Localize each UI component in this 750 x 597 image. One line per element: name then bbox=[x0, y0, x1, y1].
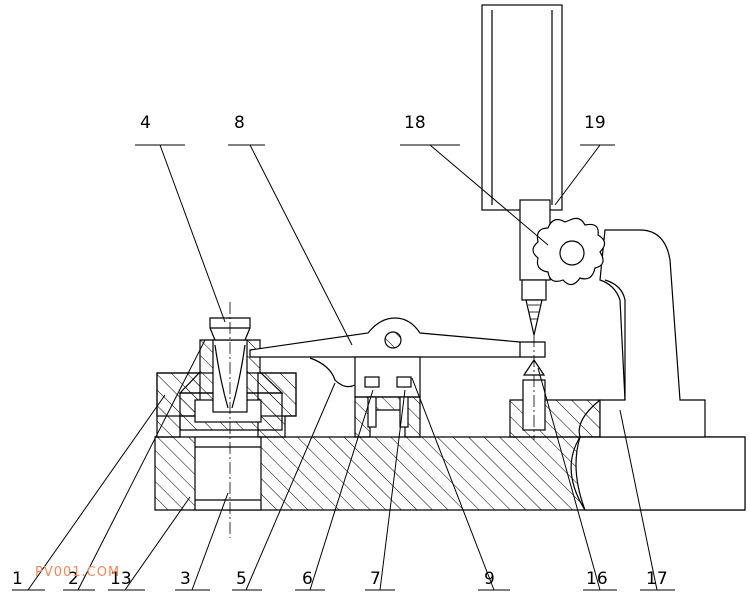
label-1: 1 bbox=[12, 569, 23, 589]
stand-column bbox=[599, 229, 706, 438]
label-13: 13 bbox=[110, 569, 132, 589]
leader-lines bbox=[12, 144, 675, 591]
label-8: 8 bbox=[234, 113, 245, 133]
dial-indicator bbox=[481, 4, 606, 336]
center-support bbox=[354, 356, 421, 438]
watermark: PV001.COM bbox=[35, 565, 120, 580]
label-6: 6 bbox=[302, 569, 313, 589]
label-16: 16 bbox=[586, 569, 608, 589]
label-19: 19 bbox=[584, 113, 606, 133]
lever-arm bbox=[249, 317, 546, 388]
part-labels: 4 8 18 19 1 2 13 3 5 6 7 9 16 17 PV001.C… bbox=[12, 113, 668, 589]
base-plate bbox=[154, 399, 746, 511]
label-18: 18 bbox=[404, 113, 426, 133]
label-3: 3 bbox=[180, 569, 191, 589]
label-17: 17 bbox=[646, 569, 668, 589]
label-7: 7 bbox=[370, 569, 381, 589]
label-5: 5 bbox=[236, 569, 247, 589]
label-4: 4 bbox=[140, 113, 151, 133]
label-2: 2 bbox=[68, 569, 79, 589]
label-9: 9 bbox=[484, 569, 495, 589]
right-anvil bbox=[509, 295, 601, 440]
